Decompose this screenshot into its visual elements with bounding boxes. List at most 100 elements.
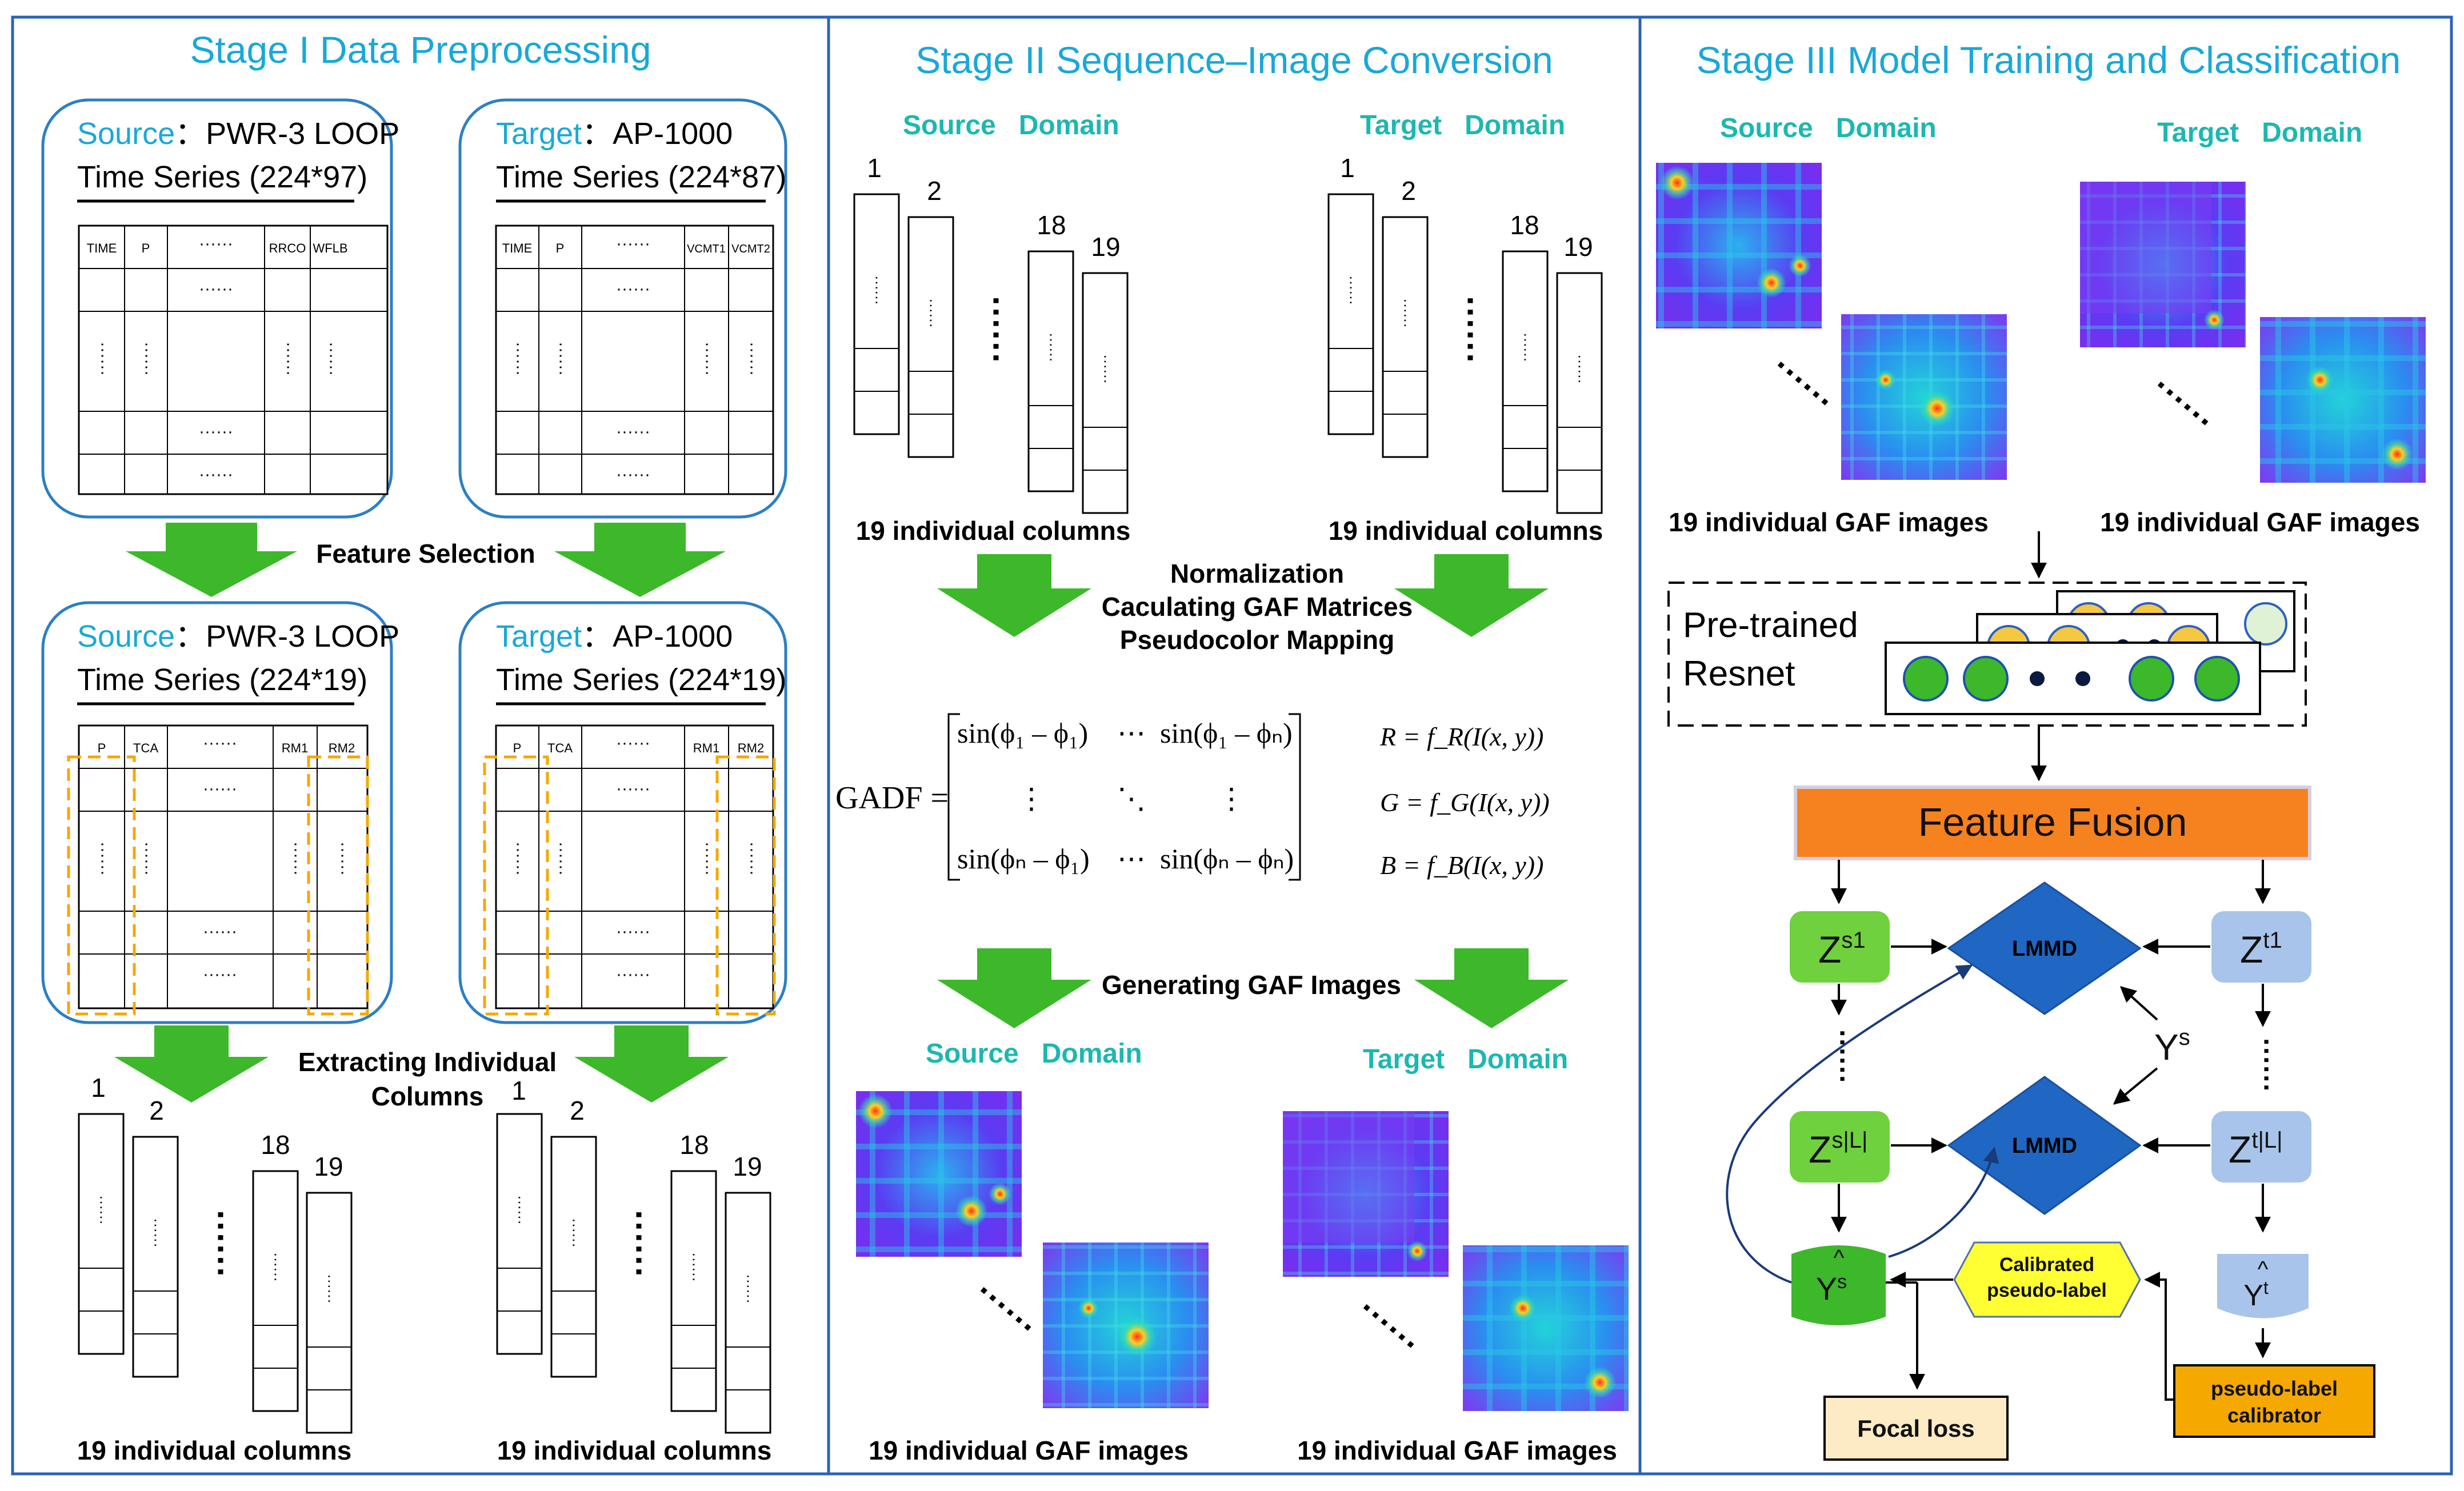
svg-text:······: ······ <box>616 279 650 298</box>
svg-text:2: 2 <box>927 176 942 206</box>
svg-text:······: ······ <box>552 841 571 876</box>
svg-text:······: ······ <box>741 1274 758 1304</box>
svg-text:18: 18 <box>1510 210 1539 240</box>
lmmd-label-2: LMMD <box>2012 1134 2077 1158</box>
stage3-gaf-target-1 <box>2080 182 2246 347</box>
svg-text:Source：PWR-3 LOOP: Source：PWR-3 LOOP <box>77 619 399 654</box>
stage3-gaf-source-2 <box>1841 314 2007 480</box>
svg-text:18: 18 <box>1037 210 1066 240</box>
svg-text:Zt1: Zt1 <box>2240 928 2282 971</box>
svg-text:TCA: TCA <box>547 741 573 755</box>
svg-text:······: ······ <box>616 422 650 441</box>
stage2-source-domain: Source Domain <box>903 110 1119 141</box>
resnet-label: Resnet <box>1683 654 1795 694</box>
gaf-image-source-2 <box>1043 1242 1209 1408</box>
col-time: TIME <box>87 241 117 255</box>
svg-text:······: ······ <box>743 342 762 376</box>
svg-text:Yt: Yt <box>2243 1277 2269 1312</box>
svg-text:19: 19 <box>1563 232 1593 262</box>
step-gaf-matrices: Caculating GAF Matrices <box>1102 592 1413 622</box>
svg-text:P: P <box>98 741 106 755</box>
svg-text:······: ······ <box>698 342 717 376</box>
svg-text:······: ······ <box>1398 298 1415 328</box>
calibrated-pseudo-label-node <box>1953 1241 2141 1318</box>
svg-text:^: ^ <box>2258 1257 2269 1282</box>
source-selected-box: Source：PWR-3 LOOP Time Series (224*19) P… <box>41 601 399 1024</box>
svg-text:sin(ϕₙ – ϕ₁): sin(ϕₙ – ϕ₁) <box>957 843 1090 875</box>
col-dots: ······ <box>616 234 650 253</box>
svg-text:1: 1 <box>1340 153 1355 183</box>
svg-text:······: ······ <box>566 1218 583 1248</box>
stage2-caption-images-target: 19 individual GAF images <box>1297 1436 1617 1465</box>
svg-text:······: ······ <box>2251 1038 2281 1093</box>
svg-text:2: 2 <box>1401 176 1416 206</box>
svg-text:······: ······ <box>698 841 717 876</box>
svg-text:······: ······ <box>268 1252 285 1282</box>
stage3-target-domain: Target Domain <box>2157 118 2362 148</box>
svg-text:······: ······ <box>322 1274 339 1304</box>
lmmd-label-1: LMMD <box>2012 937 2077 961</box>
svg-text:······: ······ <box>616 922 650 941</box>
stage3-gaf-source-1 <box>1656 163 1822 328</box>
svg-text:······: ······ <box>94 1195 111 1225</box>
source-raw-table: TIME P ······ RRCO WFLB ······ ······ ··… <box>78 225 389 495</box>
arrow-down-icon <box>554 523 726 597</box>
svg-text:······: ······ <box>203 779 237 798</box>
arrow-down-icon <box>574 1025 729 1103</box>
svg-text:······: ······ <box>287 841 306 876</box>
arrow-down-icon <box>937 948 1091 1028</box>
source-raw-box: Source：PWR-3 LOOP Time Series (224*97) T… <box>41 98 399 519</box>
svg-text:Source：PWR-3 LOOP: Source：PWR-3 LOOP <box>77 117 399 151</box>
col-vcmt1: VCMT1 <box>687 243 726 255</box>
svg-text:sin(ϕₙ – ϕₙ): sin(ϕₙ – ϕₙ) <box>1160 843 1294 875</box>
source-series2-label: Time Series (224*19) <box>77 663 367 697</box>
svg-text:······: ······ <box>94 342 113 376</box>
caption-columns-target: 19 individual columns <box>497 1436 772 1465</box>
stage3-gaf-target-2 <box>2260 317 2426 483</box>
svg-text:······: ······ <box>2145 367 2222 440</box>
target-selected-box: Target：AP-1000 Time Series (224*19) P TC… <box>458 601 787 1024</box>
svg-text:P: P <box>513 741 522 755</box>
col-wflb: WFLB <box>313 241 347 255</box>
ys-label: Ys <box>2154 1025 2190 1068</box>
z-source-L-node <box>1790 1111 1890 1183</box>
svg-text:RM1: RM1 <box>693 741 719 755</box>
svg-text:19: 19 <box>1091 232 1120 262</box>
svg-text:······: ······ <box>616 465 650 484</box>
arrow-down-icon <box>937 554 1091 637</box>
stage1-title: Stage I Data Preprocessing <box>190 29 651 71</box>
feature-selection-label: Feature Selection <box>316 539 535 568</box>
target-raw-table: TIME P ······ VCMT1 VCMT2 ······ ······ … <box>495 225 774 495</box>
svg-text:······: ······ <box>148 1218 165 1248</box>
z-target-1-node <box>2211 911 2311 983</box>
svg-text:2: 2 <box>570 1096 585 1125</box>
svg-text:······: ······ <box>1572 354 1589 384</box>
col-rrco: RRCO <box>269 241 306 255</box>
svg-text:······: ······ <box>94 841 113 876</box>
arrow-down-icon <box>1414 948 1569 1028</box>
stage3-panel <box>1638 15 2453 1476</box>
svg-text:······: ······ <box>968 1273 1045 1346</box>
stage3-title: Stage III Model Training and Classificat… <box>1697 39 2401 81</box>
stage2-source-domain-2: Source Domain <box>926 1039 1142 1069</box>
svg-text:······: ······ <box>512 1195 529 1225</box>
svg-text:⋯: ⋯ <box>1117 717 1146 749</box>
lmmd-diamond-2 <box>1947 1076 2142 1215</box>
svg-text:GADF =: GADF = <box>835 780 949 816</box>
equation-r: R = f_R(I(x, y)) <box>1379 722 1543 751</box>
svg-text:······: ······ <box>199 465 233 484</box>
target-columns: 1 2 18 19 ······ ······ ······ ······ ··… <box>496 1076 772 1465</box>
pseudo-label-calibrator-box <box>2173 1364 2375 1438</box>
y-hat-target-node <box>2217 1254 2309 1318</box>
svg-text:⋯: ⋯ <box>1117 843 1146 875</box>
step-normalization: Normalization <box>1170 559 1344 588</box>
svg-text:······: ······ <box>279 342 298 376</box>
svg-text:······: ······ <box>977 296 1015 364</box>
source-series-label: Time Series (224*97) <box>77 160 367 194</box>
svg-text:19: 19 <box>733 1152 762 1181</box>
svg-text:······: ······ <box>1451 296 1490 364</box>
svg-text:······: ······ <box>203 922 237 941</box>
svg-text:Focal loss: Focal loss <box>1857 1415 1974 1442</box>
svg-text:······: ······ <box>203 965 237 984</box>
svg-text:⋮: ⋮ <box>1017 783 1046 815</box>
